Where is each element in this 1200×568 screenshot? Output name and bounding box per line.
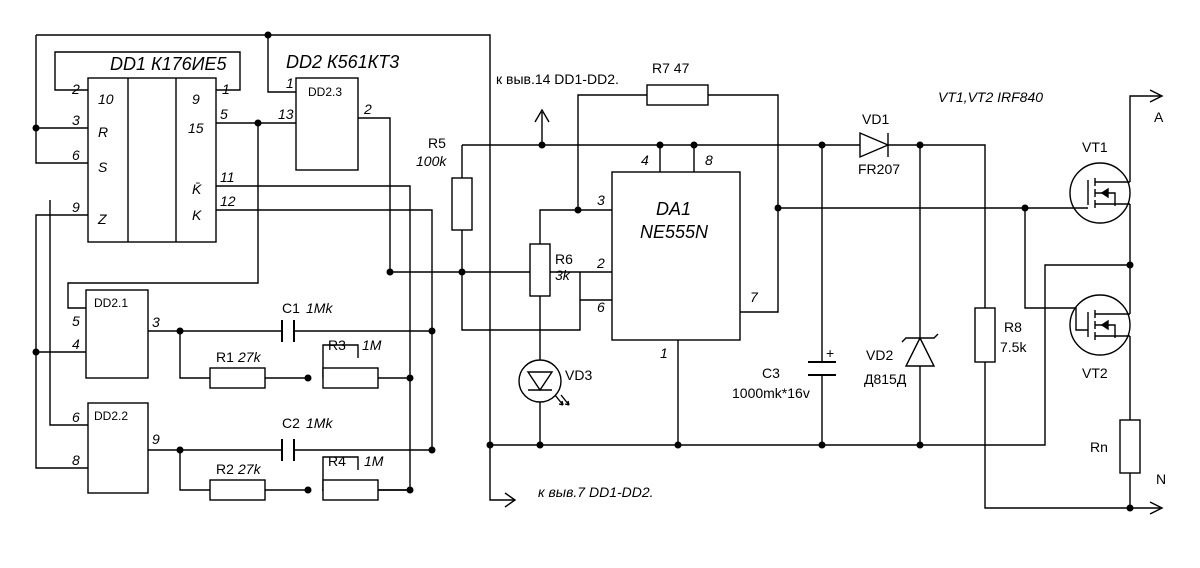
r6-value: 3k [555, 267, 571, 283]
output-n: N [1156, 471, 1166, 487]
r8-resistor: R8 7.5k [974, 307, 1027, 363]
c3-label: C3 [762, 365, 780, 381]
output-a: A [1154, 109, 1164, 125]
da1-pin-1: 1 [660, 345, 668, 361]
c2-value: 1Mk [306, 415, 333, 431]
r7-label: R7 47 [652, 60, 690, 76]
dd1-pin-3: 3 [72, 112, 80, 128]
vd1-diode: VD1 FR207 [858, 111, 900, 177]
junctions [32, 31, 1134, 512]
vt1-label: VT1 [1082, 139, 1108, 155]
c3-plus: + [826, 345, 834, 361]
vd2-zener: VD2 Д815Д [864, 333, 939, 387]
dd1-pin-5: 5 [220, 106, 228, 122]
dd1-pin-11: 11 [220, 169, 235, 185]
dd1-pin-9b: 9 [192, 91, 200, 107]
r5-label: R5 [428, 135, 446, 151]
dd2-label: DD2 К561КТ3 [286, 52, 399, 72]
rn-label: Rn [1090, 439, 1108, 455]
dd2-1-pin-3: 3 [152, 314, 160, 330]
r6-resistor: R6 3k [529, 243, 573, 297]
r7-resistor: R7 47 [646, 60, 709, 106]
dd1-label: DD1 К176ИЕ5 [110, 54, 228, 74]
dd2-2-pin-6: 6 [72, 409, 80, 425]
dd1-pin-2: 2 [71, 81, 80, 97]
vd2-type: Д815Д [864, 371, 907, 387]
r1-label: R1 [216, 349, 234, 365]
dd2-3-pin-13: 13 [278, 106, 294, 122]
da1-pin-7: 7 [750, 289, 759, 305]
dd2-2-label: DD2.2 [94, 409, 128, 423]
dd1-pin-10: 10 [98, 91, 114, 107]
c1-capacitor: C1 1Mk [272, 300, 333, 342]
dd2-1-pin-5: 5 [72, 313, 80, 329]
da1-label: DA1 [656, 199, 691, 219]
dd2-2-switch: DD2.2 6 8 9 [72, 402, 160, 494]
c2-capacitor: C2 1Mk [272, 415, 333, 461]
vt2-label: VT2 [1082, 365, 1108, 381]
dd1-pin-z: Z [97, 211, 107, 227]
vd3-label: VD3 [565, 367, 592, 383]
c3-value: 1000mk*16v [732, 385, 810, 401]
dd1-pin-1: 1 [222, 81, 230, 97]
da1-pin-6: 6 [597, 299, 605, 315]
dd2-1-label: DD2.1 [94, 296, 128, 310]
c2-label: C2 [282, 415, 300, 431]
dd2-2-pin-8: 8 [72, 452, 80, 468]
r6-label: R6 [555, 251, 573, 267]
vd3-led: VD3 [518, 359, 592, 406]
dd1-pin-15: 15 [188, 120, 204, 136]
dd2-2-pin-9: 9 [152, 431, 160, 447]
rn-load: Rn [1090, 419, 1141, 474]
note-pin14: к выв.14 DD1-DD2. [496, 71, 619, 87]
dd1-pin-6: 6 [72, 147, 80, 163]
r2-label: R2 [216, 461, 234, 477]
dd1-pin-12: 12 [220, 193, 236, 209]
dd2-3-pin-1: 1 [286, 75, 294, 91]
dd1-pin-k: K [192, 207, 202, 223]
note-pin7: к выв.7 DD1-DD2. [538, 484, 654, 500]
r4-value: 1M [364, 453, 384, 469]
vt-title: VT1,VT2 IRF840 [938, 89, 1043, 105]
dd2-1-switch: DD2.1 5 4 3 [72, 289, 160, 379]
r3-value: 1M [362, 337, 382, 353]
dd1-pin-r: R [98, 124, 108, 140]
vd2-label: VD2 [866, 347, 893, 363]
r3-label: R3 [328, 337, 346, 353]
da1-pin-8: 8 [705, 152, 713, 168]
dd2-3-switch: DD2 К561КТ3 DD2.3 1 13 2 [278, 52, 399, 171]
da1-type: NE555N [640, 222, 709, 242]
dd1-pin-s: S [98, 159, 108, 175]
c1-value: 1Mk [306, 300, 333, 316]
dd2-3-pin-2: 2 [363, 101, 372, 117]
vd1-label: VD1 [862, 111, 889, 127]
dd2-3-label: DD2.3 [308, 85, 342, 99]
r2-value: 27k [237, 461, 262, 477]
r5-value: 100k [416, 153, 447, 169]
dd1-pin-kbar: K̄ [192, 181, 202, 197]
r1-resistor: R1 27k [209, 349, 266, 389]
r4-label: R4 [328, 453, 346, 469]
da1-pin-2: 2 [596, 255, 605, 271]
da1-timer: DA1 NE555N 4 8 3 2 6 7 1 [596, 152, 759, 361]
r3-potentiometer: R3 1M [322, 337, 382, 389]
da1-pin-3: 3 [597, 192, 605, 208]
r1-value: 27k [237, 349, 262, 365]
vt1-mosfet: VT1 [1069, 139, 1131, 230]
r2-resistor: R2 27k [209, 461, 266, 501]
dd1-pin-9: 9 [72, 199, 80, 215]
c3-capacitor: + C3 1000mk*16v [732, 345, 836, 401]
c1-label: C1 [282, 300, 300, 316]
vd1-type: FR207 [858, 161, 900, 177]
r8-value: 7.5k [1000, 339, 1027, 355]
da1-pin-4: 4 [641, 152, 649, 168]
r8-label: R8 [1004, 319, 1022, 335]
r4-potentiometer: R4 1M [322, 453, 384, 501]
dd2-1-pin-4: 4 [72, 336, 80, 352]
vt2-mosfet: VT2 [1069, 294, 1131, 381]
r5-resistor: R5 100k [416, 135, 473, 231]
dd1-counter: DD1 К176ИЕ5 2 10 3 R 6 S 9 Z 1 9 5 15 11… [71, 54, 236, 243]
